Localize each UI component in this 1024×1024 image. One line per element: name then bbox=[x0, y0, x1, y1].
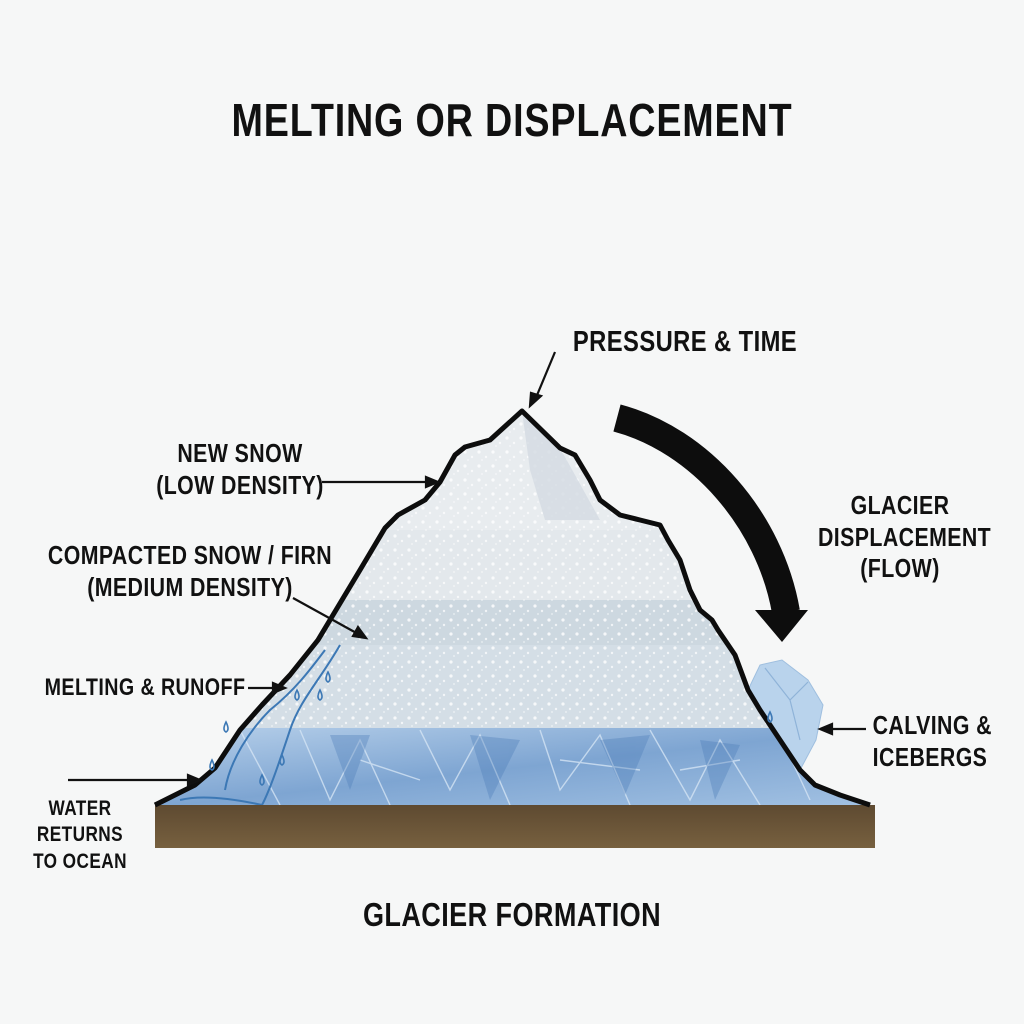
label-melting-runoff: MELTING & RUNOFF bbox=[44, 674, 246, 701]
label-water-line2: RETURNS bbox=[36, 823, 124, 847]
label-water-line3: TO OCEAN bbox=[33, 849, 127, 873]
water-droplets bbox=[209, 670, 773, 786]
runoff-streams bbox=[179, 644, 341, 805]
label-water-line1: WATER bbox=[48, 797, 112, 820]
label-pressure-time: PRESSURE & TIME bbox=[572, 326, 798, 358]
label-water-returns: WATER RETURNS TO OCEAN bbox=[31, 796, 129, 875]
label-flow-line3: (FLOW) bbox=[860, 553, 940, 584]
label-firn-line1: COMPACTED SNOW / FIRN bbox=[47, 540, 333, 570]
arrow-pressure bbox=[533, 351, 557, 401]
label-calving-icebergs: CALVING & ICEBERGS bbox=[872, 710, 992, 773]
diagram-title: MELTING OR DISPLACEMENT bbox=[231, 94, 793, 146]
label-firn: COMPACTED SNOW / FIRN (MEDIUM DENSITY) bbox=[42, 540, 337, 603]
glacier-outline bbox=[153, 408, 871, 808]
glacial-ice-layer bbox=[155, 728, 870, 805]
label-glacier-displacement: GLACIER DISPLACEMENT (FLOW) bbox=[818, 490, 992, 585]
pointer-arrows bbox=[68, 351, 866, 787]
label-firn-line2: (MEDIUM DENSITY) bbox=[87, 571, 293, 602]
arrow-firn bbox=[292, 597, 361, 636]
ground-layer bbox=[155, 805, 875, 848]
diagram-subtitle: GLACIER FORMATION bbox=[362, 896, 662, 933]
label-new-snow: NEW SNOW (LOW DENSITY) bbox=[150, 438, 330, 501]
label-calving-line2: ICEBERGS bbox=[872, 741, 988, 772]
label-flow-line1: GLACIER bbox=[850, 490, 950, 520]
label-new-snow-line2: (LOW DENSITY) bbox=[156, 469, 324, 500]
label-calving-line1: CALVING & bbox=[872, 710, 992, 740]
label-new-snow-line1: NEW SNOW bbox=[177, 438, 303, 468]
label-flow-line2: DISPLACEMENT bbox=[818, 521, 992, 552]
flow-arrow-icon bbox=[613, 404, 808, 642]
